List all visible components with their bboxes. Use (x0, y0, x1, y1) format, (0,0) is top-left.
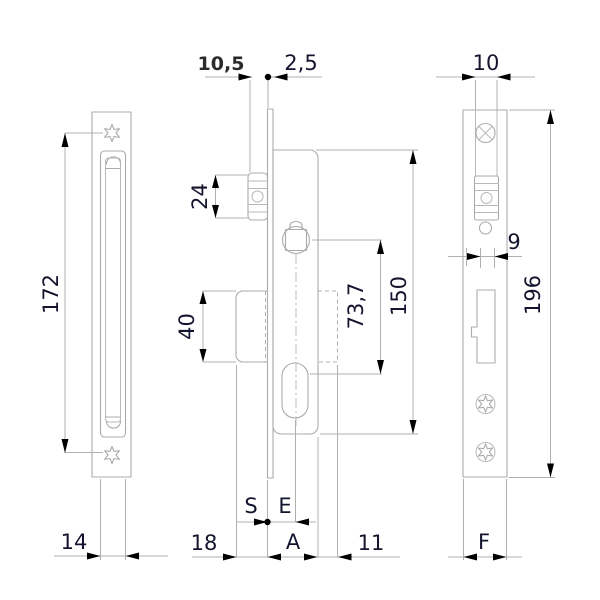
slot-inner (105, 157, 121, 423)
dim-40-label: 40 (175, 313, 199, 340)
strike-plate-view: 172 14 (39, 111, 168, 560)
faceplate-front-view: 10 9 196 F (436, 51, 555, 561)
cylinder-cutout (470, 289, 496, 364)
dim-9-label: 9 (507, 230, 520, 254)
dim-73-7: 73,7 (310, 239, 384, 375)
dim-196-label: 196 (521, 275, 545, 315)
dim-bottom-chain: S E 18 A 11 (191, 365, 400, 561)
dim-24: 24 (188, 174, 248, 219)
dim-40: 40 (175, 290, 236, 363)
dim-150-label: 150 (387, 276, 411, 316)
dim-172-label: 172 (39, 274, 63, 314)
dim-a-label: A (286, 530, 301, 554)
lock-case (272, 149, 319, 435)
dim-14: 14 (54, 479, 168, 560)
screw-star-icon (475, 442, 496, 462)
screw-star-icon (104, 123, 120, 143)
latch-bolt-side (247, 172, 269, 221)
rear-housing-hidden (318, 290, 338, 363)
dim-top-offsets: 10,5 2,5 (198, 51, 322, 172)
dim-73-7-label: 73,7 (344, 283, 368, 330)
dim-10-5-label: 10,5 (198, 53, 245, 75)
dim-s-label: S (244, 494, 257, 518)
dim-150: 150 (316, 149, 418, 435)
spindle-follower (281, 220, 311, 255)
small-hole (478, 221, 493, 235)
latch-dome-bottom (105, 420, 122, 429)
dim-11-label: 11 (358, 531, 385, 555)
screw-star-icon (475, 394, 496, 414)
left-plate-outline (91, 111, 132, 478)
dim-10: 10 (436, 51, 535, 110)
slot-outer (99, 150, 127, 438)
right-plate-outline (462, 109, 508, 478)
dim-f: F (448, 479, 522, 561)
dim-2-5-label: 2,5 (284, 51, 317, 75)
dim-14-label: 14 (61, 530, 88, 554)
lock-side-profile-view: 10,5 2,5 24 40 73,7 (175, 51, 418, 561)
dim-9: 9 (448, 230, 522, 268)
dim-18-label: 18 (191, 531, 218, 555)
screw-star-icon (104, 445, 120, 465)
dim-f-label: F (478, 530, 490, 554)
front-housing (235, 290, 269, 363)
dim-172: 172 (39, 132, 103, 453)
latch-bolt-front (473, 175, 500, 221)
dim-e-label: E (278, 494, 291, 518)
dim-24-label: 24 (188, 183, 212, 210)
cylinder-oval-hole (281, 362, 309, 419)
dim-196: 196 (509, 109, 555, 478)
screw-phillips-icon (475, 122, 496, 144)
dim-10-label: 10 (473, 51, 500, 75)
latch-dome-top (105, 156, 122, 165)
